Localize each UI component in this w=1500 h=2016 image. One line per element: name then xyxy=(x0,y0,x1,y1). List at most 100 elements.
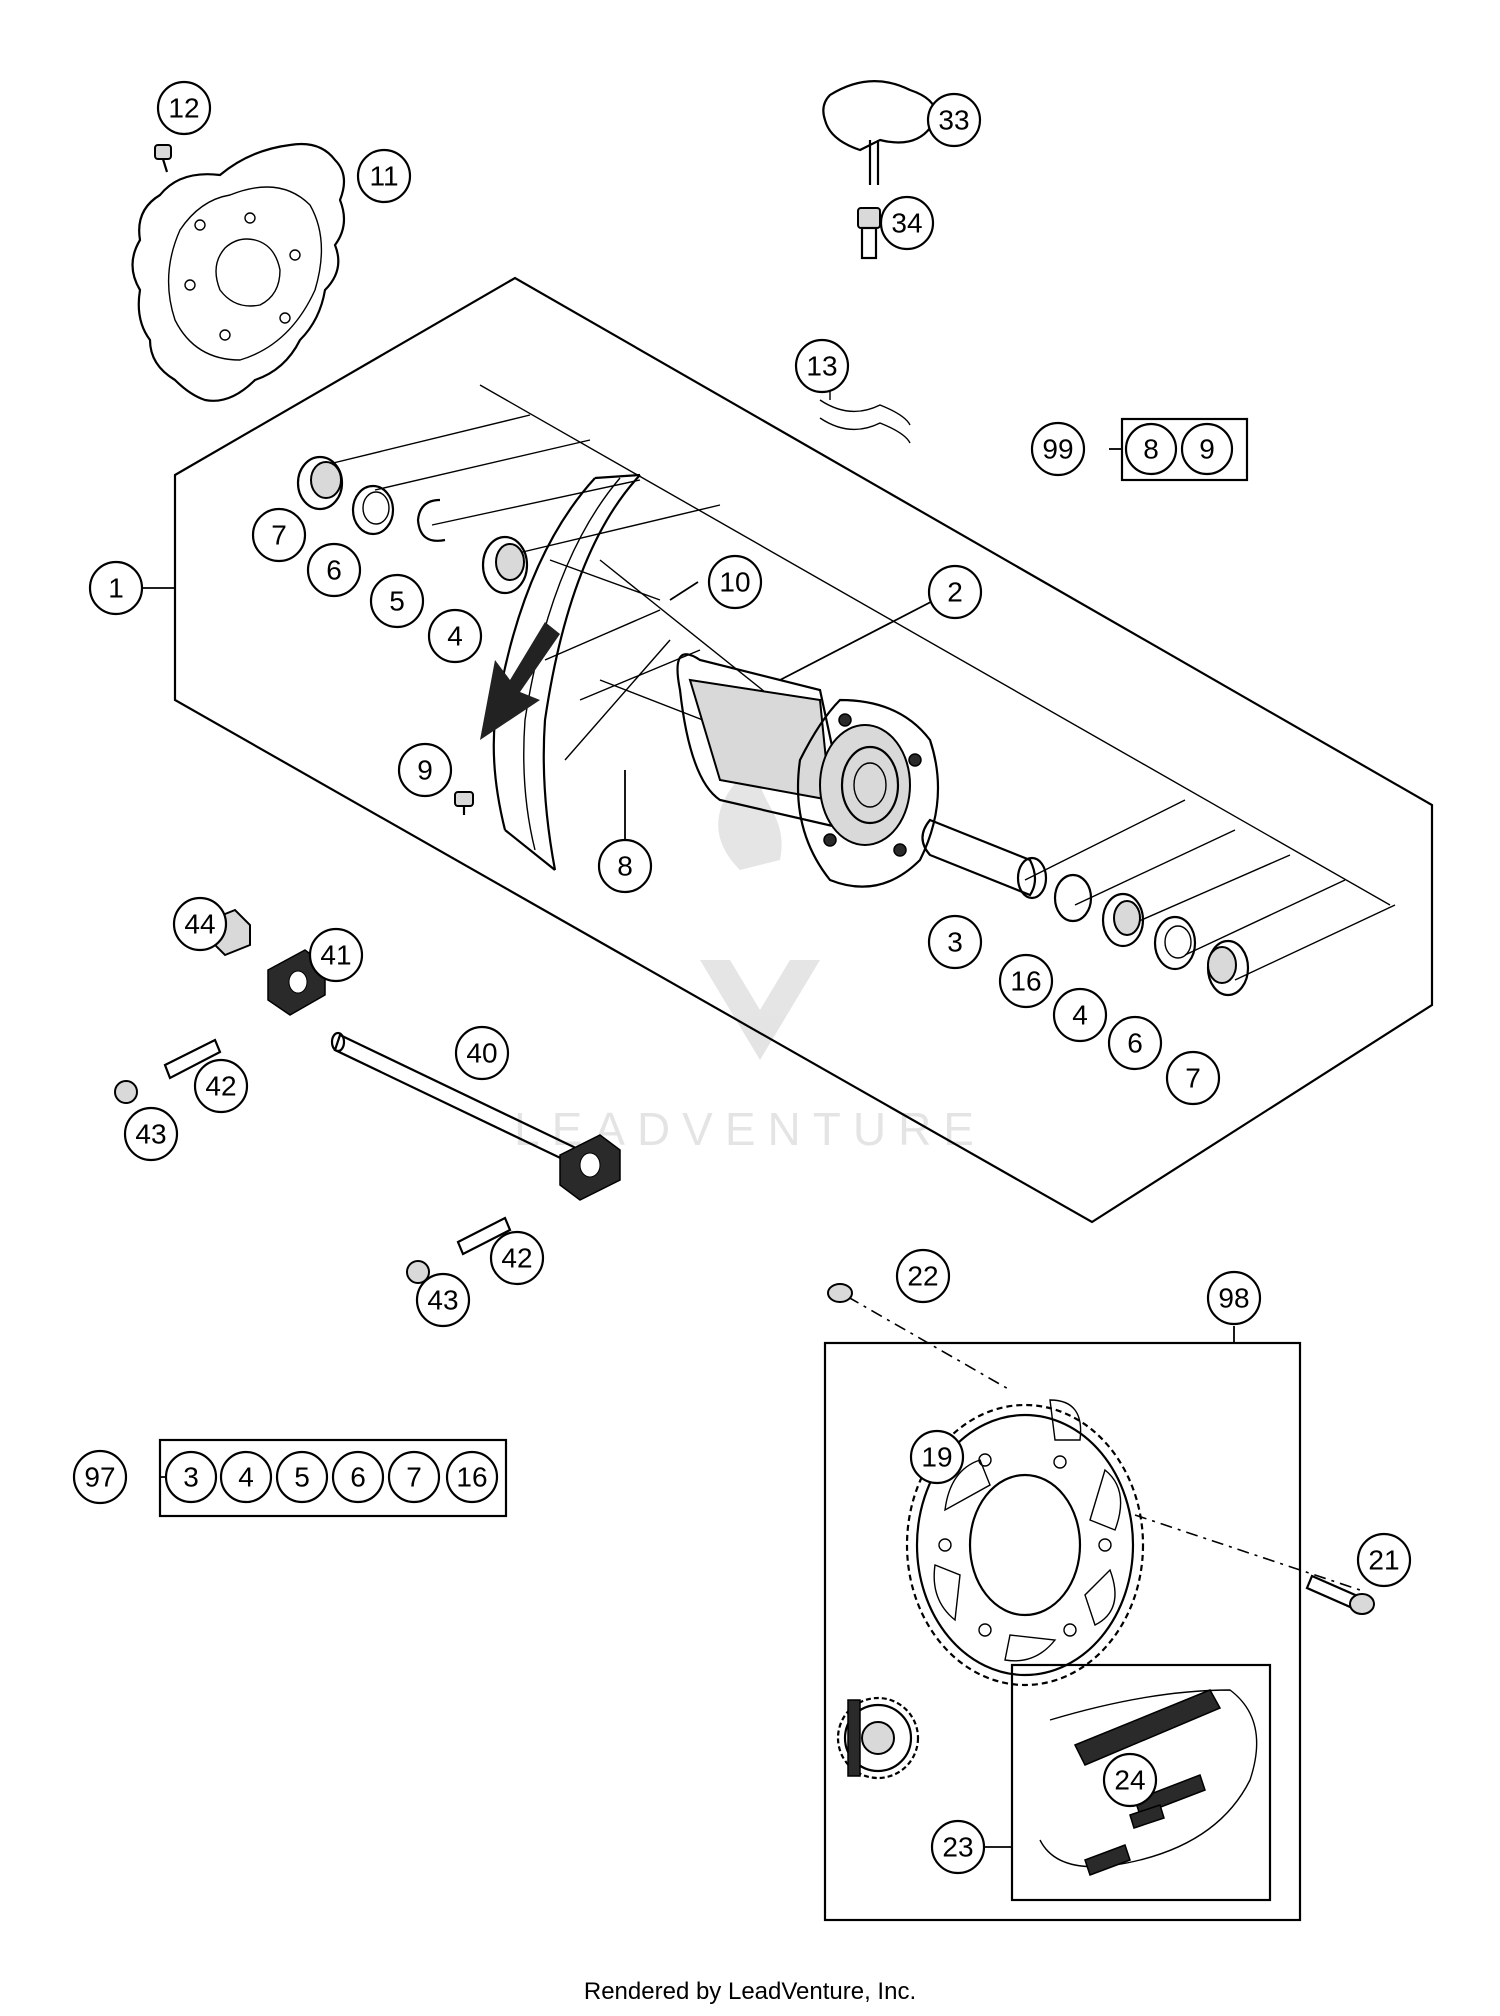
svg-text:5: 5 xyxy=(389,586,405,617)
svg-text:3: 3 xyxy=(183,1462,199,1493)
callout-43-left: 43 xyxy=(123,1106,179,1162)
svg-text:8: 8 xyxy=(1143,434,1159,465)
svg-text:7: 7 xyxy=(406,1462,422,1493)
spacer xyxy=(921,818,1048,900)
kit97-item-16: 16 xyxy=(445,1450,499,1504)
svg-text:19: 19 xyxy=(921,1442,952,1473)
svg-text:43: 43 xyxy=(427,1285,458,1316)
callout-19: 19 xyxy=(909,1429,965,1485)
svg-text:10: 10 xyxy=(719,567,750,598)
kit97-item-6: 6 xyxy=(331,1450,385,1504)
svg-text:3: 3 xyxy=(947,927,963,958)
kit-97-frame xyxy=(158,1438,508,1518)
svg-text:4: 4 xyxy=(1072,1000,1088,1031)
svg-text:9: 9 xyxy=(417,755,433,786)
sprocket-dash-line-2 xyxy=(1134,1514,1361,1591)
svg-text:6: 6 xyxy=(350,1462,366,1493)
svg-text:5: 5 xyxy=(294,1462,310,1493)
callout-34: 34 xyxy=(879,195,935,251)
callout-98: 98 xyxy=(1206,1270,1262,1326)
bearing-stack-right xyxy=(1053,873,1250,997)
svg-text:98: 98 xyxy=(1218,1283,1249,1314)
svg-text:33: 33 xyxy=(938,105,969,136)
adjuster-pin-right xyxy=(456,1216,512,1256)
chain-adjuster-left xyxy=(267,949,326,1016)
svg-text:16: 16 xyxy=(456,1462,487,1493)
callout-13: 13 xyxy=(794,338,850,394)
svg-text:97: 97 xyxy=(84,1462,115,1493)
svg-text:4: 4 xyxy=(447,621,463,652)
callout-11: 11 xyxy=(356,148,412,204)
svg-text:42: 42 xyxy=(205,1071,236,1102)
sprocket-nut xyxy=(827,1283,853,1303)
footer-credit: Rendered by LeadVenture, Inc. xyxy=(583,1978,917,2005)
front-sprocket xyxy=(836,1696,920,1780)
callout-6-right: 6 xyxy=(1107,1015,1163,1071)
svg-text:7: 7 xyxy=(271,520,287,551)
callout-23: 23 xyxy=(930,1819,986,1875)
svg-text:11: 11 xyxy=(369,161,398,192)
callout-10: 10 xyxy=(707,554,763,610)
svg-text:13: 13 xyxy=(806,351,837,382)
brake-disc xyxy=(131,142,346,402)
callout-12: 12 xyxy=(156,80,212,136)
kit97-item-5: 5 xyxy=(275,1450,329,1504)
kit99-item-8: 8 xyxy=(1124,422,1178,476)
drive-chain xyxy=(1039,1689,1258,1876)
svg-text:4: 4 xyxy=(238,1462,254,1493)
svg-text:24: 24 xyxy=(1114,1765,1145,1796)
chain-adjuster-right xyxy=(559,1134,621,1201)
svg-text:2: 2 xyxy=(947,577,963,608)
kit97-item-7: 7 xyxy=(387,1450,441,1504)
svg-text:8: 8 xyxy=(617,851,633,882)
callout-24: 24 xyxy=(1102,1752,1158,1808)
seat-part xyxy=(822,80,937,185)
callout-97: 97 xyxy=(72,1449,128,1505)
callout-7-right: 7 xyxy=(1165,1050,1221,1106)
kit97-item-4: 4 xyxy=(219,1450,273,1504)
svg-text:43: 43 xyxy=(135,1119,166,1150)
watermark: LEADVENTURE xyxy=(514,760,974,1155)
callout-5: 5 xyxy=(369,573,425,629)
callout-21: 21 xyxy=(1356,1532,1412,1588)
callout-99: 99 xyxy=(1030,421,1086,477)
callout-8: 8 xyxy=(597,838,653,894)
callout-33: 33 xyxy=(926,92,982,148)
rear-sprocket xyxy=(905,1399,1145,1687)
callout-43-right: 43 xyxy=(415,1272,471,1328)
callout-41: 41 xyxy=(308,927,364,983)
leader-lines-right xyxy=(1024,799,1396,981)
hub xyxy=(676,653,940,888)
disc-bolt xyxy=(154,144,172,173)
svg-text:40: 40 xyxy=(466,1038,497,1069)
callout-3: 3 xyxy=(927,914,983,970)
sprocket-bolt xyxy=(1305,1574,1375,1615)
chain-frame xyxy=(1010,1663,1272,1902)
svg-text:9: 9 xyxy=(1199,434,1215,465)
svg-text:21: 21 xyxy=(1368,1545,1399,1576)
svg-text:44: 44 xyxy=(184,909,215,940)
svg-text:99: 99 xyxy=(1042,434,1073,465)
callout-22: 22 xyxy=(895,1248,951,1304)
callout-16: 16 xyxy=(998,953,1054,1009)
wheel-assembly-frame xyxy=(173,276,1434,1224)
adjuster-nut-right xyxy=(406,1260,430,1284)
svg-text:12: 12 xyxy=(168,93,199,124)
svg-text:42: 42 xyxy=(501,1243,532,1274)
svg-text:6: 6 xyxy=(326,555,342,586)
callout-9: 9 xyxy=(397,742,453,798)
callout-6-top: 6 xyxy=(306,542,362,598)
callout-40: 40 xyxy=(454,1025,510,1081)
screw-34 xyxy=(857,207,881,260)
direction-arrow xyxy=(480,622,560,740)
adjuster-nut-left xyxy=(114,1080,138,1104)
svg-text:6: 6 xyxy=(1127,1028,1143,1059)
callout-4-top: 4 xyxy=(427,608,483,664)
kit97-item-3: 3 xyxy=(164,1450,218,1504)
callout-2: 2 xyxy=(927,564,983,620)
callout-42-right: 42 xyxy=(489,1230,545,1286)
sprocket-kit-frame xyxy=(823,1341,1302,1922)
kit99-item-9: 9 xyxy=(1180,422,1234,476)
wheel-assembly-inner-frame xyxy=(479,384,1391,906)
